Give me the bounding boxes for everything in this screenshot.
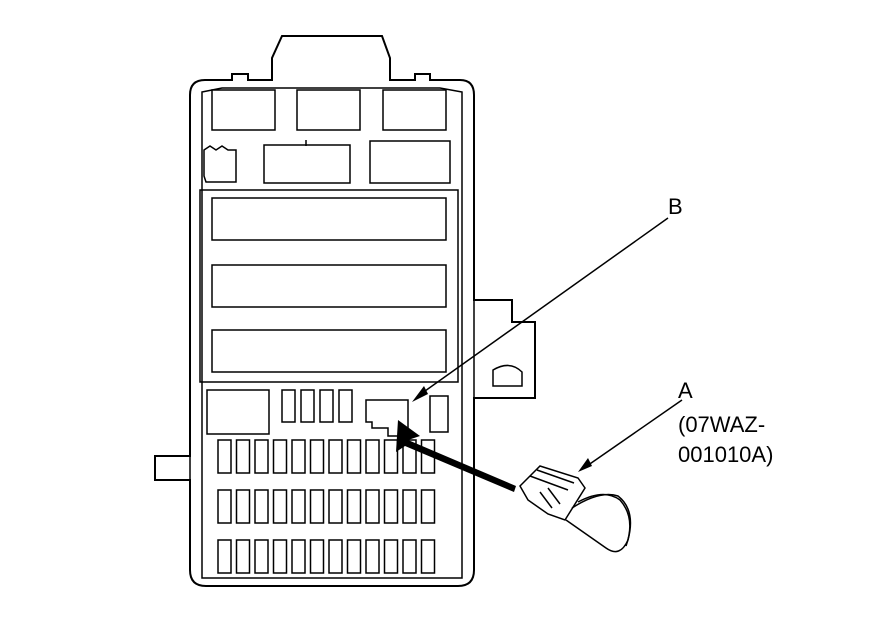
mini-fuse [309, 539, 325, 574]
mini-fuse [383, 539, 399, 574]
mini-fuse [217, 539, 232, 574]
leader-line-b [417, 217, 669, 397]
relay-slot [211, 89, 276, 131]
mini-fuse [338, 389, 353, 423]
mini-fuse [291, 539, 306, 574]
mini-fuse [383, 489, 399, 524]
mini-fuse [309, 439, 325, 474]
mini-fuse [365, 489, 380, 524]
mini-fuse [272, 539, 288, 574]
fuse-rows [217, 439, 436, 574]
mini-fuse [346, 489, 362, 524]
mini-fuse [281, 389, 296, 423]
mini-fuse [217, 439, 232, 474]
side-tab-hole [492, 364, 523, 387]
mini-fuse [420, 489, 436, 524]
insertion-arrow [396, 420, 516, 492]
mini-fuse [429, 395, 449, 433]
relay-slot [206, 389, 270, 435]
service-check-connector [365, 399, 409, 437]
fuse-box [154, 35, 536, 587]
mini-fuse [328, 439, 343, 474]
leader-line-a [583, 399, 683, 469]
jumper-connector [519, 465, 632, 553]
jumper-wire-loop [565, 493, 632, 553]
callout-label-a: A [678, 378, 693, 403]
part-number-line2: 001010A) [678, 442, 773, 467]
callout-label-b: B [668, 194, 683, 219]
large-relay [211, 264, 447, 308]
mini-fuse [346, 539, 362, 574]
mini-fuse [235, 539, 251, 574]
mini-fuse [402, 539, 417, 574]
mini-fuse [217, 489, 232, 524]
mini-fuse [309, 489, 325, 524]
mini-fuse [328, 539, 343, 574]
mini-fuse [319, 389, 334, 423]
mini-fuse [254, 439, 269, 474]
mini-fuse [272, 439, 288, 474]
mini-fuse [383, 439, 399, 474]
mini-fuse [402, 489, 417, 524]
part-number-line1: (07WAZ- [678, 412, 765, 437]
small-connector [203, 145, 237, 183]
mini-fuse [291, 439, 306, 474]
mini-fuse [235, 489, 251, 524]
mini-fuse [346, 439, 362, 474]
mini-fuse [300, 389, 315, 423]
mini-fuse [420, 539, 436, 574]
mini-fuse [291, 489, 306, 524]
mini-fuse [365, 439, 380, 474]
mini-fuse [365, 539, 380, 574]
mini-fuse [235, 439, 251, 474]
relay-slot [382, 89, 447, 131]
mini-fuse [272, 489, 288, 524]
connector-slot [369, 140, 451, 184]
connector-slot [263, 144, 351, 184]
fuse-cluster [206, 389, 449, 574]
large-relay [211, 197, 447, 241]
mini-fuse [328, 489, 343, 524]
mini-fuse [254, 539, 269, 574]
relay-slot [296, 89, 361, 131]
mini-fuse [254, 489, 269, 524]
large-relay [211, 329, 447, 373]
